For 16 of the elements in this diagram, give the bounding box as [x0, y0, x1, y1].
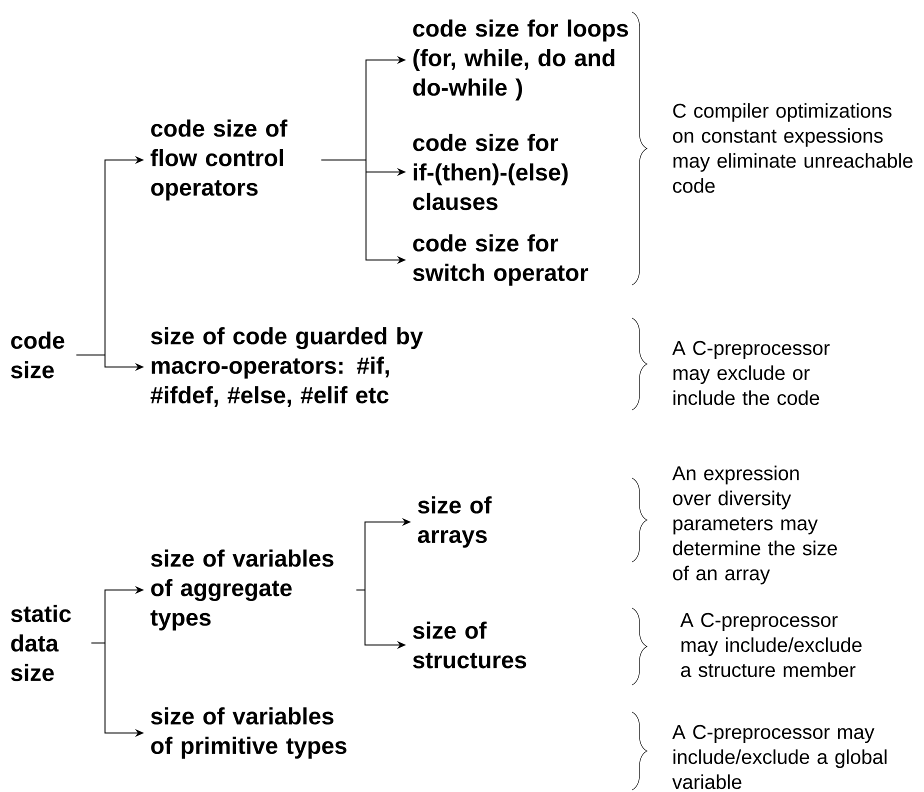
note-text: An expression over diversity parameters may determine the size of an array [672, 466, 837, 584]
node-text: static data size [11, 604, 71, 682]
node-text: code size for loops (for, while, do and do-while ) [413, 20, 628, 100]
node-text: size of variables of primitive types [151, 707, 346, 759]
note-text: A C-preprocessor may include/exclude a structure member [680, 612, 862, 678]
node-text: size of code guarded by macro-operators: #if, #ifdef, #else, #elif etc [150, 327, 423, 407]
node-text: code size [11, 332, 64, 378]
node-text: code size for if-(then)-(else) clauses [413, 134, 568, 210]
node-text: size of variables of aggregate types [150, 550, 334, 630]
node-text: code size for switch operator [413, 234, 588, 286]
node-text: size of arrays [418, 496, 492, 548]
node-text: code size of flow control operators [150, 120, 288, 200]
node-text: size of structures [413, 622, 526, 668]
note-text: A C-preprocessor may include/exclude a global variable [672, 724, 886, 790]
note-text: A C-preprocessor may exclude or include the code [672, 340, 830, 406]
note-text: C compiler optimizations on constant expessions may eliminate unreachable code [673, 103, 912, 193]
